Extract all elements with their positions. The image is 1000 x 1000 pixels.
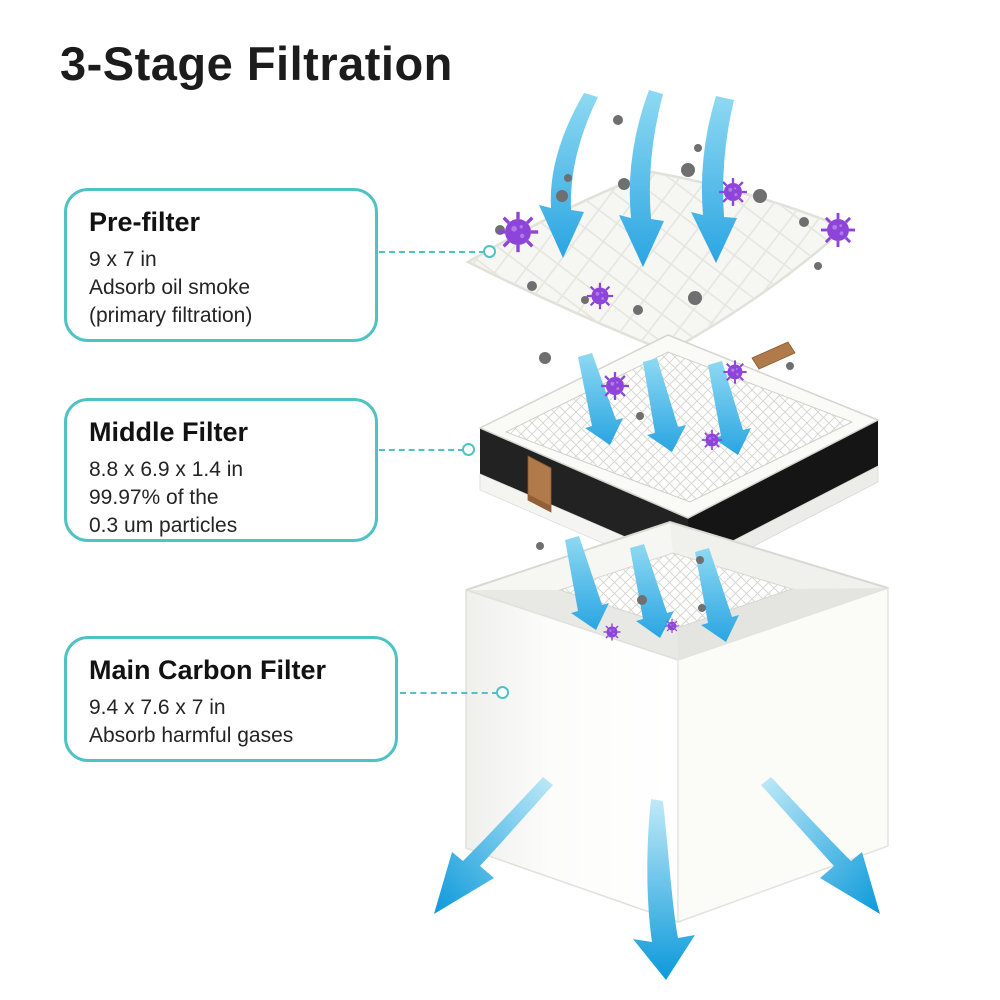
particle-dot [564,174,572,182]
pre-filter-sheet [465,170,848,354]
particle-dot [636,412,644,420]
particle-dot [688,291,702,305]
pull-tab-left [527,455,552,513]
airflow-arrows-into-box [565,536,739,642]
virus-icon [722,359,748,385]
leader-line-prefilter [379,251,485,253]
particle-dot [618,178,630,190]
particle-dot [681,163,695,177]
airflow-arrows-middle [578,353,751,455]
callout-middle-line-3: 0.3 um particles [89,513,238,537]
callout-prefilter-line-1: 9 x 7 in [89,248,157,271]
callout-prefilter-line-2: Adsorb oil smoke [89,275,251,299]
airflow-arrows-outlet [434,777,880,980]
leader-dot-main [496,686,509,699]
pull-tab-top [751,341,796,370]
callout-main-line-2: Absorb harmful gases [89,723,294,747]
virus-icon [717,176,749,208]
leader-line-middle [379,449,464,451]
filtration-diagram [434,90,889,980]
particle-dot [581,296,589,304]
callout-middle-filter: Middle Filter 8.8 x 6.9 x 1.4 in 99.97% … [64,398,378,542]
particle-dot [637,595,647,605]
leader-line-main [400,692,498,694]
virus-icon [602,622,622,642]
virus-icon [819,211,857,249]
carbon-filter-box [465,520,889,924]
particle-dot [799,217,809,227]
virus-icon [599,370,631,402]
particle-dot [633,305,643,315]
leader-dot-middle [462,443,475,456]
callout-middle-line-1: 8.8 x 6.9 x 1.4 in [89,458,244,481]
particle-dot [613,115,623,125]
virus-icon [664,618,680,634]
dust-particles [495,115,822,612]
particle-dot [698,604,706,612]
particle-dot [696,556,704,564]
middle-hepa-filter [478,334,880,581]
callout-main-heading: Main Carbon Filter [89,655,327,685]
particle-dot [536,542,544,550]
particle-dot [539,352,551,364]
callout-prefilter-line-3: (primary filtration) [89,303,253,327]
leader-dot-prefilter [483,245,496,258]
particle-dot [786,362,794,370]
callout-prefilter-heading: Pre-filter [89,207,201,237]
callout-middle-line-2: 99.97% of the [89,485,219,509]
callout-prefilter: Pre-filter 9 x 7 in Adsorb oil smoke (pr… [64,188,378,342]
callout-middle-heading: Middle Filter [89,417,249,447]
virus-icon [496,210,540,254]
particle-dot [556,190,568,202]
particle-dot [527,281,537,291]
page-title: 3-Stage Filtration [60,37,453,90]
particle-dot [694,144,702,152]
callout-main-line-1: 9.4 x 7.6 x 7 in [89,696,226,719]
particle-dot [814,262,822,270]
virus-icon [585,281,615,311]
virus-icon [701,429,723,451]
callout-main-carbon-filter: Main Carbon Filter 9.4 x 7.6 x 7 in Abso… [64,636,398,762]
particle-dot [753,189,767,203]
inner-filter-mesh [560,553,792,628]
